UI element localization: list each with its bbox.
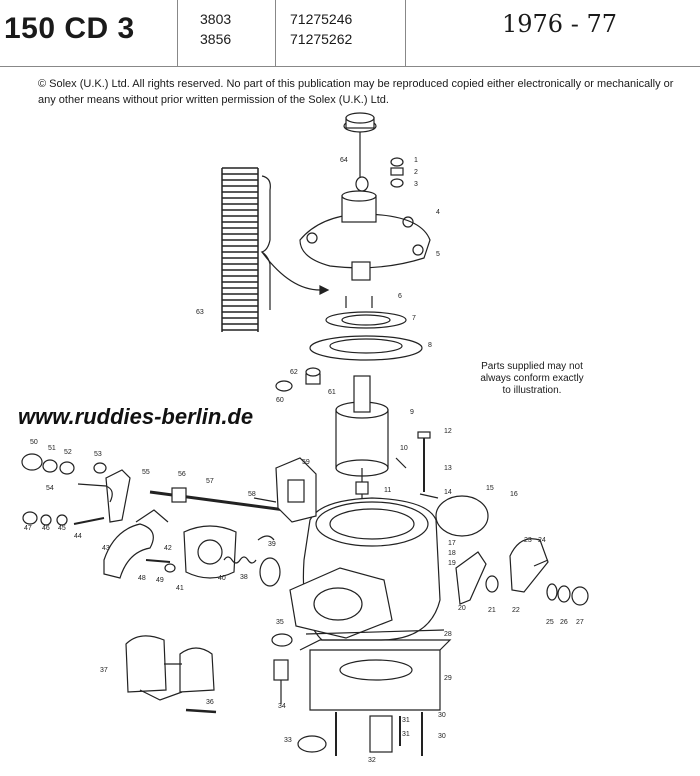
label-9: 9	[410, 409, 414, 416]
part-codes-a: 3803 3856	[178, 0, 276, 66]
label-8: 8	[428, 342, 432, 349]
label-24: 24	[538, 537, 546, 544]
label-1: 1	[414, 157, 418, 164]
note-line-1: Parts supplied may not	[481, 361, 583, 372]
label-10: 10	[400, 445, 408, 452]
label-22: 22	[512, 607, 520, 614]
label-26: 26	[560, 619, 568, 626]
float-bowl-part	[299, 639, 452, 711]
label-27: 27	[576, 619, 584, 626]
label-31a: 31	[402, 717, 410, 724]
label-31b: 31	[402, 731, 410, 738]
label-41: 41	[176, 585, 184, 592]
label-62: 62	[290, 369, 298, 376]
label-50: 50	[30, 439, 38, 446]
label-25: 25	[546, 619, 554, 626]
label-60: 60	[276, 397, 284, 404]
label-49: 49	[156, 577, 164, 584]
small-nuts-part	[390, 157, 404, 188]
label-54: 54	[46, 485, 54, 492]
label-12: 12	[444, 428, 452, 435]
label-59: 59	[302, 459, 310, 466]
model-name: 150 CD 3	[0, 0, 178, 66]
part-codes-b: 71275246 71275262	[276, 0, 406, 66]
part-labels: 1 2 3 4 5 6 7 8 9 10 11 12 13 14 15 16 1…	[24, 157, 584, 764]
label-43: 43	[102, 545, 110, 552]
label-45: 45	[58, 525, 66, 532]
note-line-3: to illustration.	[502, 385, 562, 396]
carburetor-body-part	[289, 497, 441, 641]
header-table: 150 CD 3 3803 3856 71275246 71275262 197…	[0, 0, 700, 67]
label-42: 42	[164, 545, 172, 552]
label-61: 61	[328, 389, 336, 396]
code-a-1: 3803	[200, 11, 232, 27]
label-16: 16	[510, 491, 518, 498]
label-21: 21	[488, 607, 496, 614]
label-33: 33	[284, 737, 292, 744]
label-11: 11	[384, 487, 391, 494]
cap-screw-part	[343, 112, 377, 192]
label-48: 48	[138, 575, 146, 582]
label-7: 7	[412, 315, 416, 322]
code-a-2: 3856	[200, 31, 232, 47]
watermark-url: www.ruddies-berlin.de	[18, 404, 254, 429]
label-40: 40	[218, 575, 226, 582]
label-37: 37	[100, 667, 108, 674]
label-3: 3	[414, 181, 418, 188]
label-34: 34	[278, 703, 286, 710]
label-52: 52	[64, 449, 72, 456]
parts-note: Parts supplied may not always conform ex…	[452, 361, 612, 397]
label-57: 57	[206, 478, 214, 485]
label-55: 55	[142, 469, 150, 476]
label-30b: 30	[438, 733, 446, 740]
label-4: 4	[436, 209, 440, 216]
label-20: 20	[458, 605, 466, 612]
label-36: 36	[206, 699, 214, 706]
label-35: 35	[276, 619, 284, 626]
label-15: 15	[486, 485, 494, 492]
code-b-2: 71275262	[290, 31, 353, 47]
top-cover-part	[299, 190, 431, 281]
label-18: 18	[448, 550, 456, 557]
label-53: 53	[94, 451, 102, 458]
label-44: 44	[74, 533, 82, 540]
label-64: 64	[340, 157, 348, 164]
copyright-notice: © Solex (U.K.) Ltd. All rights reserved.…	[38, 78, 674, 106]
label-28: 28	[444, 631, 452, 638]
label-29: 29	[444, 675, 452, 682]
note-line-2: always conform exactly	[480, 373, 584, 384]
code-b-1: 71275246	[290, 11, 353, 27]
label-58: 58	[248, 491, 256, 498]
label-5: 5	[436, 251, 440, 258]
label-14: 14	[444, 489, 452, 496]
label-38: 38	[240, 574, 248, 581]
label-63: 63	[196, 309, 204, 316]
label-17: 17	[448, 540, 456, 547]
spring-part	[221, 167, 259, 332]
label-39: 39	[268, 541, 276, 548]
float-part	[125, 635, 215, 701]
label-51: 51	[48, 445, 56, 452]
label-13: 13	[444, 465, 452, 472]
label-32: 32	[368, 757, 376, 764]
label-23: 23	[524, 537, 532, 544]
label-6: 6	[398, 293, 402, 300]
label-47: 47	[24, 525, 32, 532]
label-56: 56	[178, 471, 186, 478]
label-2: 2	[414, 169, 418, 176]
model-years: 1976 - 77	[502, 10, 617, 38]
piston-part	[335, 375, 389, 520]
label-19: 19	[448, 560, 456, 567]
label-30a: 30	[438, 712, 446, 719]
label-46: 46	[42, 525, 50, 532]
